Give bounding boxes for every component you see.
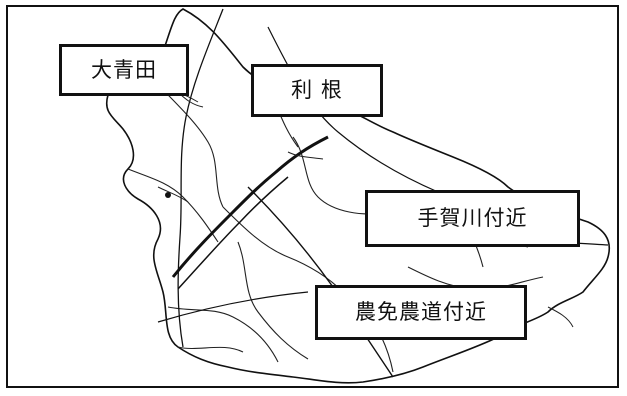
road-line xyxy=(177,176,289,290)
railway-line xyxy=(171,135,329,278)
city-boundary xyxy=(105,8,610,384)
area-label-nomen-text: 農免農道付近 xyxy=(355,300,487,324)
road-line xyxy=(157,291,309,323)
area-label-oaoda-text: 大青田 xyxy=(91,57,157,82)
map-marker xyxy=(165,192,171,198)
area-label-nomen: 農免農道付近 xyxy=(315,285,527,340)
detail-line xyxy=(157,186,189,203)
road-line xyxy=(177,8,224,348)
road-line xyxy=(267,26,439,193)
detail-line xyxy=(287,151,324,160)
district-line xyxy=(167,306,279,363)
area-label-tega: 手賀川付近 xyxy=(365,190,580,247)
area-label-tone-text: 利 根 xyxy=(291,78,343,102)
detail-line xyxy=(547,306,574,328)
area-label-tone: 利 根 xyxy=(251,64,383,117)
district-line xyxy=(177,346,244,353)
map-frame: 大青田 利 根 手賀川付近 農免農道付近 xyxy=(6,5,619,388)
district-line xyxy=(237,241,309,360)
area-label-oaoda: 大青田 xyxy=(59,44,189,96)
area-label-tega-text: 手賀川付近 xyxy=(417,206,528,230)
district-line xyxy=(127,168,219,243)
